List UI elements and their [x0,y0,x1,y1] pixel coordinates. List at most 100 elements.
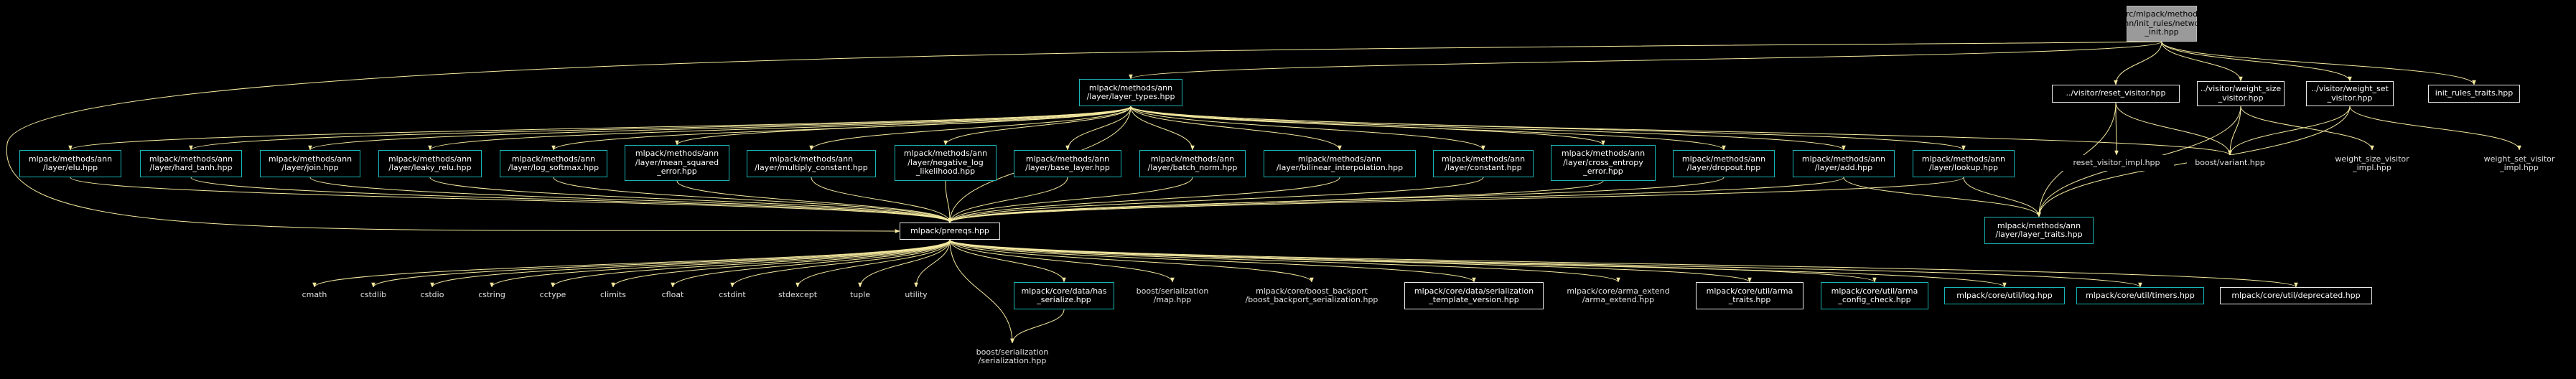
edge-prereqs-to-utility [914,239,951,288]
graph-node-logsoft[interactable]: mlpack/methods/ann /layer/log_softmax.hp… [500,150,607,177]
graph-node-lookup[interactable]: mlpack/methods/ann /layer/lookup.hpp [1913,150,2015,177]
edge-bnorm-to-prereqs [948,177,1193,223]
graph-node-ltraits[interactable]: mlpack/methods/ann /layer/layer_traits.h… [1984,217,2094,244]
graph-node-tuple: tuple [841,287,879,303]
graph-node-armatr[interactable]: mlpack/core/util/arma _traits.hpp [1696,282,1803,309]
edge-root-to-reset [2114,41,2162,85]
graph-node-cfloat: cfloat [652,287,694,303]
edge-hasser-to-serhpp [1010,309,1065,344]
graph-node-nll[interactable]: mlpack/methods/ann /layer/negative_log _… [895,145,997,181]
graph-node-root: src/mlpack/methods /ann/init_rules/netwo… [2117,6,2207,42]
edge-wsize-to-wsizeimpl [2240,106,2374,151]
graph-node-variant: boost/variant.hpp [2187,155,2273,171]
graph-node-xent[interactable]: mlpack/methods/ann /layer/cross_entropy … [1551,145,1656,181]
edge-constant-to-prereqs [948,177,1484,223]
graph-node-cctype: cctype [531,287,574,303]
graph-node-armaext: mlpack/core/arma_extend /arma_extend.hpp [1558,282,1679,309]
edge-prereqs-to-cfloat [671,239,951,288]
graph-node-join[interactable]: mlpack/methods/ann /layer/join.hpp [260,150,360,177]
graph-node-log[interactable]: mlpack/core/util/log.hpp [1944,287,2065,304]
graph-node-mse[interactable]: mlpack/methods/ann /layer/mean_squared _… [625,145,729,181]
edge-root-to-wset [2161,41,2352,82]
graph-node-server[interactable]: mlpack/core/data/serialization _template… [1404,282,1544,309]
graph-node-serhpp: boost/serialization /serialization.hpp [961,343,1064,370]
edge-root-to-types [1129,41,2162,80]
graph-node-wsetimpl: weight_set_visitor _impl.hpp [2474,150,2565,177]
graph-node-cstring: cstring [470,287,514,303]
edge-types-to-variant [1130,106,2232,156]
graph-node-prereqs[interactable]: mlpack/prereqs.hpp [900,223,1000,240]
edge-mulconst-to-prereqs [811,177,952,223]
graph-node-backport: mlpack/core/boost_backport /boost_backpo… [1233,282,1390,309]
edge-types-to-dropout [1130,106,1726,151]
edge-add-to-ltraits [1843,177,2041,217]
edge-types-to-bilin [1130,106,1342,151]
graph-node-armacfg[interactable]: mlpack/core/util/arma _config_check.hpp [1821,282,1928,309]
graph-node-elu[interactable]: mlpack/methods/ann /layer/elu.hpp [19,150,121,177]
edge-nll-to-prereqs [945,180,952,223]
edge-root-to-prereqs [6,41,2162,233]
graph-node-wsize[interactable]: ../visitor/weight_size _visitor.hpp [2197,81,2285,106]
edge-prereqs-to-server [949,239,1476,283]
graph-node-cstdio: cstdio [412,287,452,303]
edge-types-to-join [308,106,1131,151]
edge-lookup-to-ltraits [1963,177,2041,217]
edge-prereqs-to-stdexcept [795,239,951,288]
graph-node-initrt[interactable]: init_rules_traits.hpp [2428,85,2520,103]
graph-node-base[interactable]: mlpack/methods/ann /layer/base_layer.hpp [1014,150,1121,177]
graph-node-mapser: boost/serialization /map.hpp [1123,282,1222,309]
graph-node-hasser[interactable]: mlpack/core/data/has _serialize.hpp [1014,282,1114,309]
edge-prereqs-to-deprec [949,239,2298,288]
edge-layer [6,41,2521,344]
edge-mse-to-prereqs [676,180,952,223]
graph-node-types[interactable]: mlpack/methods/ann /layer/layer_types.hp… [1079,79,1182,106]
edge-logsoft-to-prereqs [553,177,952,223]
edge-wset-to-wsetimpl [2349,106,2521,151]
edge-prereqs-to-timers [949,239,2142,288]
graph-node-leaky[interactable]: mlpack/methods/ann /layer/leaky_relu.hpp [378,150,482,177]
edge-prereqs-to-serhpp [949,239,1014,344]
graph-node-hardtanh[interactable]: mlpack/methods/ann /layer/hard_tanh.hpp [140,150,242,177]
edge-types-to-add [1130,106,1846,151]
graph-node-climits: climits [592,287,635,303]
edge-types-to-elu [68,106,1131,151]
edge-elu-to-prereqs [70,177,952,223]
graph-node-bilin[interactable]: mlpack/methods/ann /layer/bilinear_inter… [1264,150,1416,177]
edge-types-to-nll [943,106,1131,146]
graph-node-reset[interactable]: ../visitor/reset_visitor.hpp [2052,85,2180,103]
graph-node-mulconst[interactable]: mlpack/methods/ann /layer/multiply_const… [747,150,876,177]
graph-node-wset[interactable]: ../visitor/weight_set _visitor.hpp [2306,81,2394,106]
graph-node-dropout[interactable]: mlpack/methods/ann /layer/dropout.hpp [1673,150,1775,177]
edge-types-to-mse [675,106,1131,146]
graph-node-cstdint: cstdint [711,287,754,303]
edge-types-to-leaky [428,106,1131,151]
edge-reset-to-resetimpl [2114,102,2119,156]
edge-leaky-to-prereqs [429,177,952,223]
edge-prereqs-to-backport [949,239,1314,283]
edge-prereqs-to-cctype [551,239,951,288]
edge-join-to-prereqs [309,177,952,223]
edge-prereqs-to-cstdlib [371,239,951,288]
edge-types-to-hardtanh [189,106,1131,151]
edge-types-to-bnorm [1130,106,1195,151]
edge-prereqs-to-cstdio [430,239,951,288]
edge-prereqs-to-armaext [949,239,1620,283]
edge-hardtanh-to-prereqs [190,177,952,223]
graph-node-bnorm[interactable]: mlpack/methods/ann /layer/batch_norm.hpp [1139,150,1246,177]
edge-lookup-to-prereqs [948,177,1964,223]
edge-dropout-to-prereqs [948,177,1725,223]
edge-prereqs-to-cstring [490,239,951,288]
edge-reset-to-variant [2115,102,2232,156]
edge-add-to-prereqs [948,177,1844,223]
graph-node-add[interactable]: mlpack/methods/ann /layer/add.hpp [1793,150,1895,177]
graph-node-constant[interactable]: mlpack/methods/ann /layer/constant.hpp [1433,150,1534,177]
edge-root-to-wsize [2161,41,2243,82]
graph-node-deprec[interactable]: mlpack/core/util/deprecated.hpp [2220,287,2372,304]
graph-node-stdexcept: stdexcept [771,287,824,303]
edge-base-to-prereqs [948,177,1068,223]
edge-wsize-to-variant [2228,106,2241,156]
graph-node-timers[interactable]: mlpack/core/util/timers.hpp [2076,287,2204,304]
edge-prereqs-to-tuple [858,239,951,288]
edge-wset-to-variant [2228,106,2351,156]
